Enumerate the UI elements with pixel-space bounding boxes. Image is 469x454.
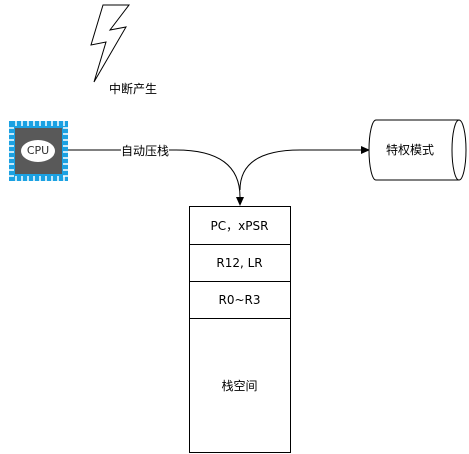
stack-arrowhead [236,197,244,206]
auto-push-label: 自动压栈 [121,144,170,158]
privileged-mode-arrowhead [361,146,370,154]
cpu-label-badge [21,140,55,162]
stack-row-label: R0~R3 [218,293,261,307]
stack-row-label: R12, LR [216,256,263,270]
privileged-mode-cylinder [368,119,467,181]
stack-to-privileged-mode-connector [239,149,362,191]
privileged-mode-label: 特权模式 [386,143,435,157]
stack-row-label: PC，xPSR [210,219,269,233]
stack-space-block [189,318,291,453]
lightning-bolt-icon [90,4,131,83]
cpu-chip-icon [9,121,68,181]
cpu-to-stack-connector [68,149,241,198]
stack-row-r0-r3 [189,281,291,319]
stack-row-r12-lr [189,244,291,282]
interrupt-label: 中断产生 [109,82,158,96]
cpu-label: CPU [26,144,50,157]
stack-space-label: 栈空间 [221,379,258,393]
stack-frame [189,206,291,453]
